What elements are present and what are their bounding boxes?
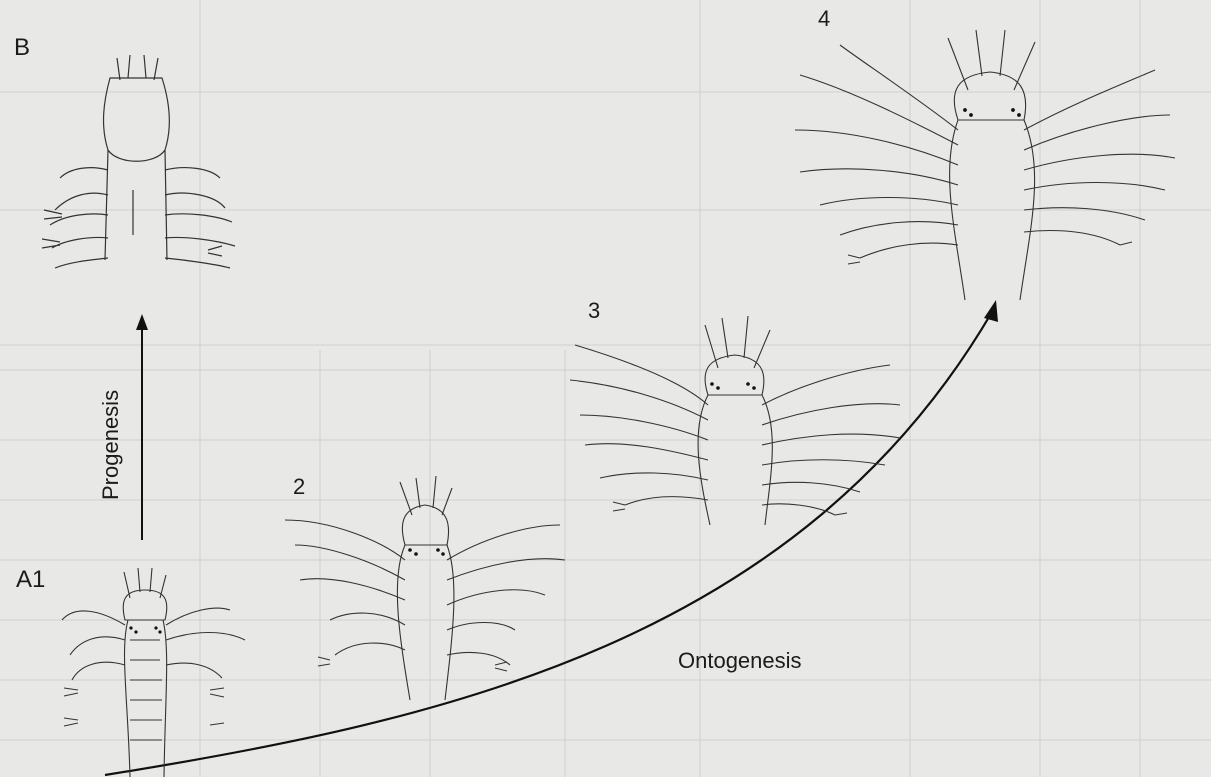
- ontogenesis-label: Ontogenesis: [678, 650, 802, 672]
- progenesis-arrow: [136, 314, 148, 540]
- stage-label-2: 2: [293, 476, 305, 498]
- worm-stage-a1: [62, 568, 245, 777]
- worm-stage-b: [42, 55, 235, 268]
- progenesis-label: Progenesis: [98, 390, 124, 500]
- worm-stage-4: [795, 30, 1175, 300]
- panel-label-a1: A1: [16, 568, 45, 592]
- stage-label-4: 4: [818, 8, 830, 30]
- ontogenesis-arrow: [105, 300, 998, 775]
- panel-label-b: B: [14, 36, 30, 60]
- stage-label-3: 3: [588, 300, 600, 322]
- worm-stage-3: [570, 316, 900, 525]
- worm-stage-2: [285, 476, 565, 700]
